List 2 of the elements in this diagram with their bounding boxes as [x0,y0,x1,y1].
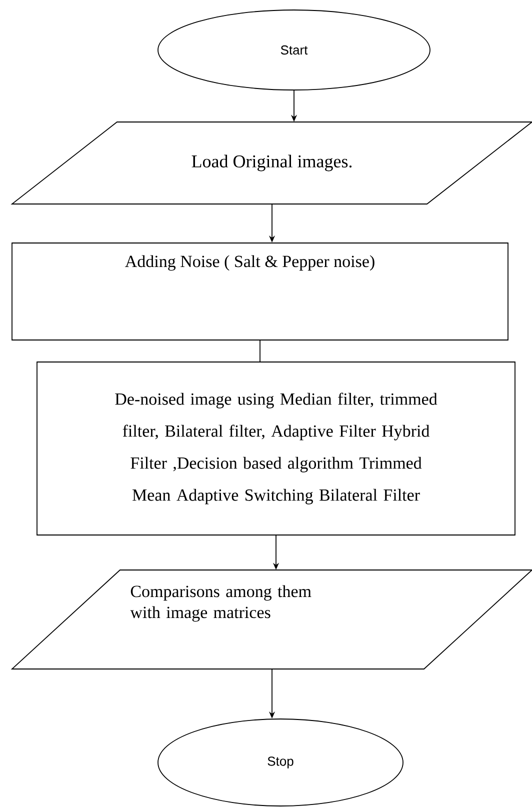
process-box: De-noised image using Median filter, trimmed filter, Bilateral filter, Adaptive Filter Hybrid Filter ,Decision based algorithm Trimmed Mean Adaptive Switching Bilateral Filter [36,362,516,536]
process-box: Adding Noise ( Salt & Pepper noise) [12,242,508,340]
